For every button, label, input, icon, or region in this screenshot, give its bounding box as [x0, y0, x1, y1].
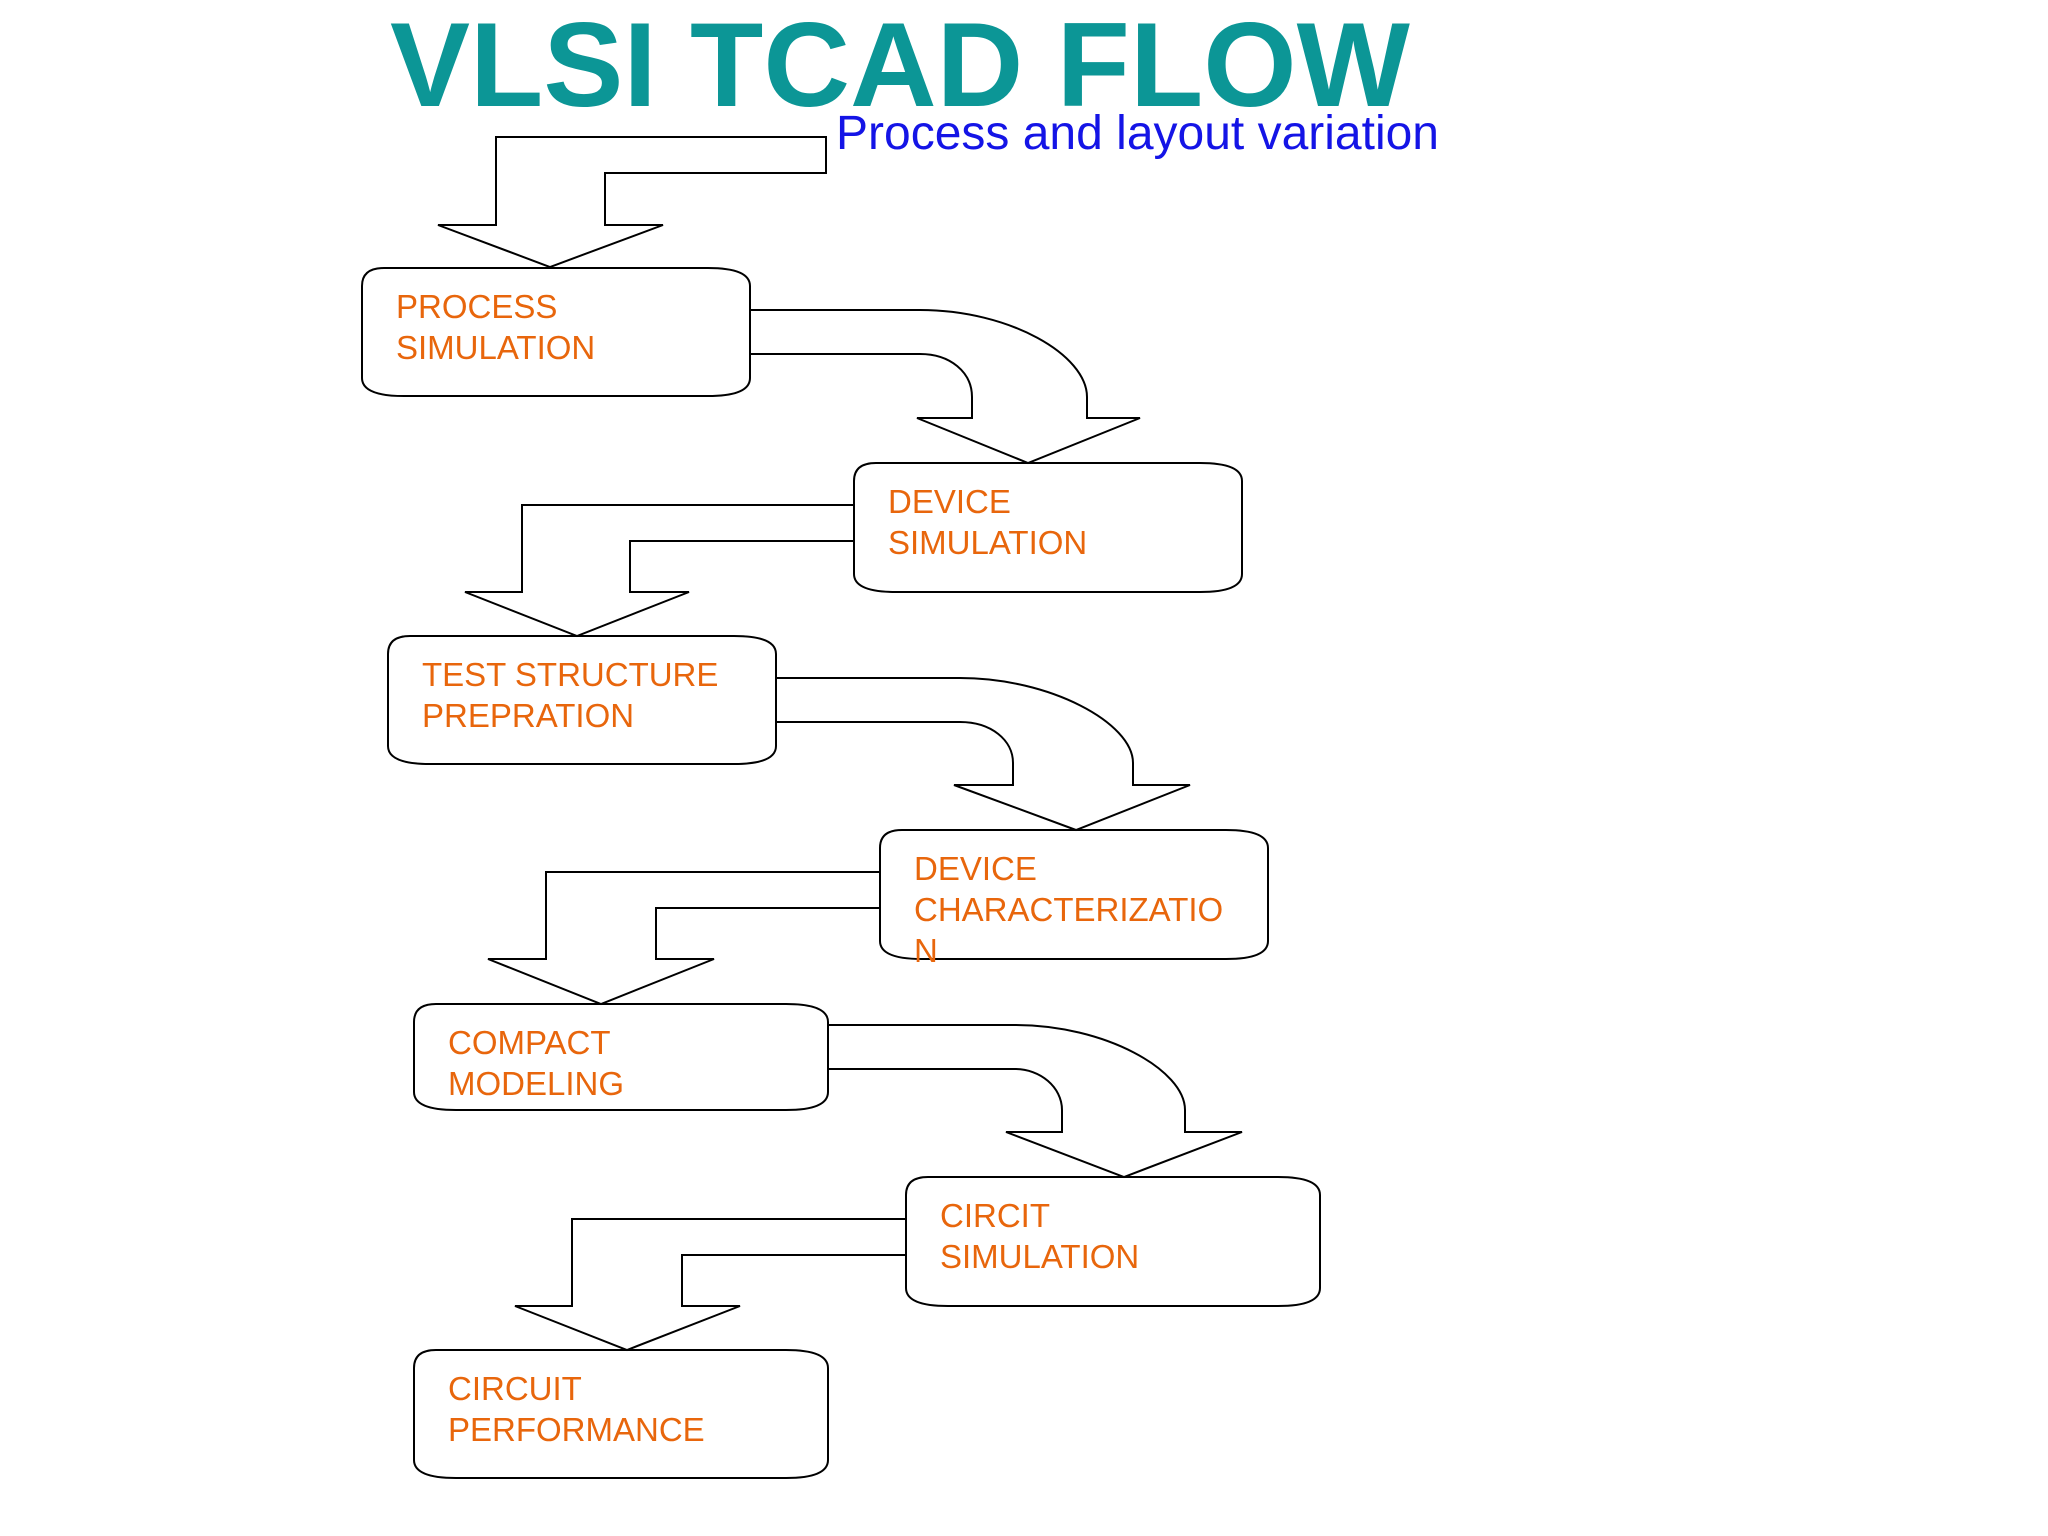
step-label-line: DEVICE — [914, 850, 1037, 887]
step-label-test-structure-prepration: TEST STRUCTURE PREPRATION — [422, 654, 752, 736]
arrow-test-structure-to-device-characterization — [775, 677, 1191, 832]
step-label-line: PERFORMANCE — [448, 1411, 705, 1448]
step-label-line: CHARACTERIZATION — [914, 891, 1224, 969]
step-label-line: SIMULATION — [888, 524, 1088, 561]
step-label-circit-simulation: CIRCIT SIMULATION — [940, 1195, 1270, 1277]
step-label-process-simulation: PROCESS SIMULATION — [396, 286, 726, 368]
diagram-title: VLSI TCAD FLOW — [390, 0, 1410, 132]
step-label-compact-modeling: COMPACT MODELING — [448, 1022, 778, 1104]
arrow-compact-modeling-to-circit-simulation — [827, 1024, 1243, 1179]
step-box-circit-simulation — [905, 1176, 1321, 1307]
step-label-line: CIRCUIT — [448, 1370, 582, 1407]
step-box-process-simulation — [361, 267, 751, 397]
step-label-line: SIMULATION — [940, 1238, 1140, 1275]
step-box-device-simulation — [853, 462, 1243, 593]
arrow-input-to-process-simulation — [437, 136, 827, 269]
step-label-line: PROCESS — [396, 288, 558, 325]
step-label-line: MODELING — [448, 1065, 625, 1102]
step-label-line: CIRCIT — [940, 1197, 1050, 1234]
step-box-compact-modeling — [413, 1003, 829, 1111]
step-label-device-characterization: DEVICE CHARACTERIZATION — [914, 848, 1244, 971]
step-label-line: SIMULATION — [396, 329, 596, 366]
step-box-device-characterization — [879, 829, 1269, 960]
step-label-device-simulation: DEVICE SIMULATION — [888, 481, 1218, 563]
step-box-circuit-performance — [413, 1349, 829, 1479]
step-label-line: TEST STRUCTURE — [422, 656, 719, 693]
arrow-device-characterization-to-compact-modeling — [487, 871, 881, 1006]
step-label-line: PREPRATION — [422, 697, 635, 734]
step-box-test-structure-prepration — [387, 635, 777, 765]
arrow-circit-simulation-to-circuit-performance — [514, 1218, 907, 1352]
step-label-line: COMPACT — [448, 1024, 611, 1061]
step-label-circuit-performance: CIRCUIT PERFORMANCE — [448, 1368, 778, 1450]
arrow-device-simulation-to-test-structure — [464, 504, 855, 638]
arrow-process-to-device-simulation — [749, 309, 1141, 465]
input-label-process-and-layout-variation: Process and layout variation — [836, 107, 1439, 160]
step-label-line: DEVICE — [888, 483, 1011, 520]
